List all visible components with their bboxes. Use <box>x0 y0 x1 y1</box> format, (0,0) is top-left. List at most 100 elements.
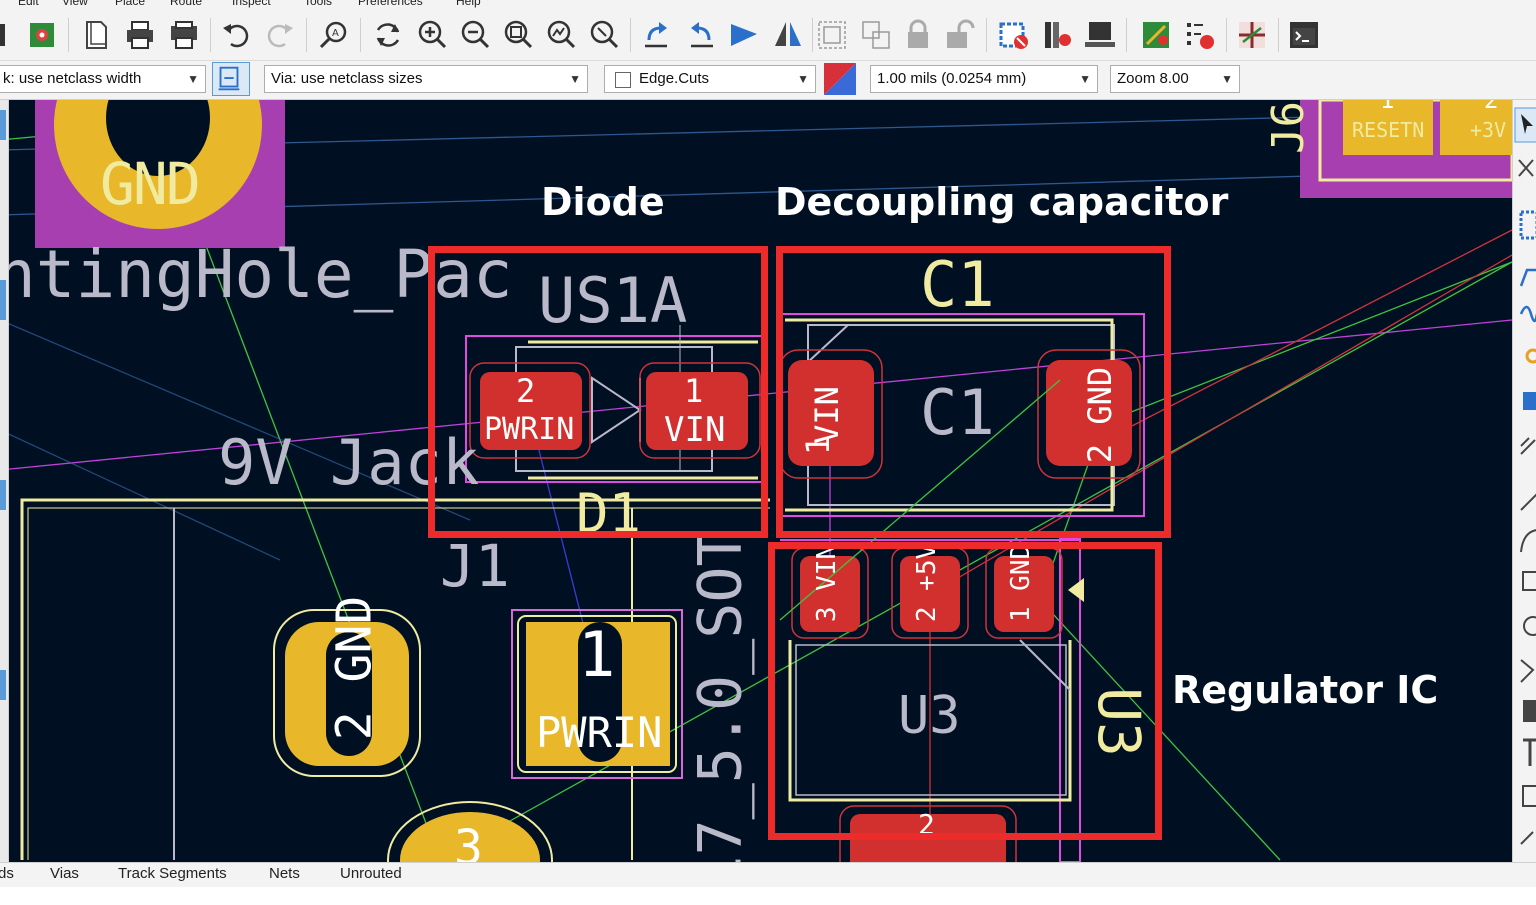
left-tool-button[interactable] <box>0 110 6 140</box>
status-track-segments: Track Segments <box>118 865 227 882</box>
scripting-console-icon[interactable] <box>1286 15 1322 55</box>
zoom-in-icon[interactable] <box>414 15 450 55</box>
layer-pair-button[interactable] <box>824 63 856 95</box>
zoom-object-icon[interactable] <box>543 15 579 55</box>
capacitor-annotation: Decoupling capacitor <box>775 180 1229 224</box>
main-toolbar: A <box>0 10 1536 61</box>
zoom-selection-icon[interactable] <box>586 15 622 55</box>
plus3v-label: +3V <box>1470 118 1507 142</box>
update-pcb-icon[interactable] <box>1138 15 1174 55</box>
via-size-select[interactable]: Via: use netclass sizes ▼ <box>264 65 588 93</box>
status-unrouted: Unrouted <box>340 865 402 882</box>
drc-icon[interactable] <box>996 15 1032 55</box>
gnd-pad-label: GND <box>100 150 201 218</box>
capacitor-highlight-box <box>776 246 1171 538</box>
menu-tools[interactable]: Tools <box>304 0 333 8</box>
bottom-margin <box>0 887 1536 905</box>
refresh-icon[interactable] <box>370 15 406 55</box>
right-toolbar <box>1512 100 1536 862</box>
redo-icon[interactable] <box>262 15 298 55</box>
zoom-fit-icon[interactable] <box>500 15 536 55</box>
pcb-canvas[interactable]: GND ntingHole_Pac 9V Jack J1 US1A D1 2 P… <box>0 100 1512 862</box>
header-ref-label: J6 <box>1262 101 1314 154</box>
page-icon[interactable] <box>78 15 114 55</box>
via-size-value: Via: use netclass sizes <box>271 70 423 87</box>
board-setup-icon[interactable] <box>1082 15 1118 55</box>
j1-pad1-net: PWRIN <box>536 708 663 757</box>
d1-pad2-number: 2 <box>516 372 536 410</box>
chevron-down-icon: ▼ <box>1079 72 1091 86</box>
zoom-out-icon[interactable] <box>457 15 493 55</box>
zoom-value: Zoom 8.00 <box>1117 70 1189 87</box>
cut-left-icon[interactable] <box>0 15 18 55</box>
layer-color-swatch <box>615 72 631 88</box>
d1-pad1-number: 1 <box>684 372 704 410</box>
j1-pad1-number: 1 <box>578 618 616 691</box>
grid-value: 1.00 mils (0.0254 mm) <box>877 70 1027 87</box>
mounting-hole-label: ntingHole_Pac <box>0 236 513 313</box>
undo-icon[interactable] <box>218 15 254 55</box>
header-pad-number-b: 2 <box>1484 100 1499 114</box>
chevron-down-icon: ▼ <box>1221 72 1233 86</box>
left-tool-button[interactable] <box>0 670 6 700</box>
right-tool-icons <box>1514 107 1536 845</box>
sod-package-label: 17_5.0_SOT <box>685 530 756 862</box>
auto-track-width-button[interactable] <box>212 62 250 96</box>
header-pad-number-a: 1 <box>1380 100 1395 114</box>
print-icon[interactable] <box>122 15 158 55</box>
layer-select[interactable]: Edge.Cuts ▼ <box>604 65 816 93</box>
status-bar: ds Vias Track Segments Nets Unrouted <box>0 862 1536 888</box>
menu-preferences[interactable]: Preferences <box>358 0 423 8</box>
left-tool-button[interactable] <box>0 280 6 320</box>
status-nets: Nets <box>269 865 300 882</box>
flip-icon[interactable] <box>726 15 762 55</box>
menu-bar: Edit View Place Route Inspect Tools Pref… <box>0 0 1536 10</box>
u3-tab-number: 2 <box>918 808 935 841</box>
menu-edit[interactable]: Edit <box>18 0 39 8</box>
d1-value-label: US1A <box>538 264 688 337</box>
menu-view[interactable]: View <box>62 0 88 8</box>
options-toolbar: k: use netclass width ▼ Via: use netclas… <box>0 61 1536 100</box>
ungroup-icon[interactable] <box>858 15 894 55</box>
menu-help[interactable]: Help <box>456 0 481 8</box>
menu-route[interactable]: Route <box>170 0 203 8</box>
j1-pad2-text: 2 GND <box>326 595 383 741</box>
group-icon[interactable] <box>814 15 850 55</box>
regulator-annotation: Regulator IC <box>1172 668 1439 712</box>
menu-inspect[interactable]: Inspect <box>232 0 271 8</box>
u3-value-label: U3 <box>898 686 961 746</box>
plot-icon[interactable] <box>166 15 202 55</box>
mirror-icon[interactable] <box>770 15 806 55</box>
layer-value: Edge.Cuts <box>639 70 710 87</box>
grid-select[interactable]: 1.00 mils (0.0254 mm) ▼ <box>870 65 1098 93</box>
rotate-ccw-icon[interactable] <box>638 15 674 55</box>
resetn-label: RESETN <box>1352 118 1425 142</box>
footprint-library-icon[interactable] <box>1040 15 1076 55</box>
pcb-board-icon[interactable] <box>24 15 60 55</box>
pcb-drawing <box>0 100 1512 862</box>
chevron-down-icon: ▼ <box>569 72 581 86</box>
net-inspector-icon[interactable] <box>1182 15 1218 55</box>
chevron-down-icon: ▼ <box>797 72 809 86</box>
svg-text:A: A <box>332 28 339 39</box>
diode-annotation: Diode <box>541 180 665 224</box>
rotate-cw-icon[interactable] <box>684 15 720 55</box>
find-icon[interactable]: A <box>316 15 352 55</box>
status-pads: ds <box>0 865 14 882</box>
unlock-icon[interactable] <box>942 15 978 55</box>
c1-ref-label: C1 <box>920 248 995 321</box>
d1-pad2-net: PWRIN <box>484 412 575 447</box>
track-width-select[interactable]: k: use netclass width ▼ <box>0 65 206 93</box>
j1-label: J1 <box>440 532 510 600</box>
left-tool-button[interactable] <box>0 480 6 510</box>
lock-icon[interactable] <box>900 15 936 55</box>
jack-label: 9V Jack <box>218 426 480 499</box>
track-width-value: k: use netclass width <box>3 70 142 87</box>
layer-pair-icon <box>824 63 856 95</box>
regulator-highlight-box <box>768 542 1162 840</box>
j1-pad3-number: 3 <box>454 820 483 862</box>
zoom-select[interactable]: Zoom 8.00 ▼ <box>1110 65 1240 93</box>
router-icon[interactable] <box>1234 15 1270 55</box>
menu-place[interactable]: Place <box>115 0 146 8</box>
diode-highlight-box <box>428 246 768 538</box>
